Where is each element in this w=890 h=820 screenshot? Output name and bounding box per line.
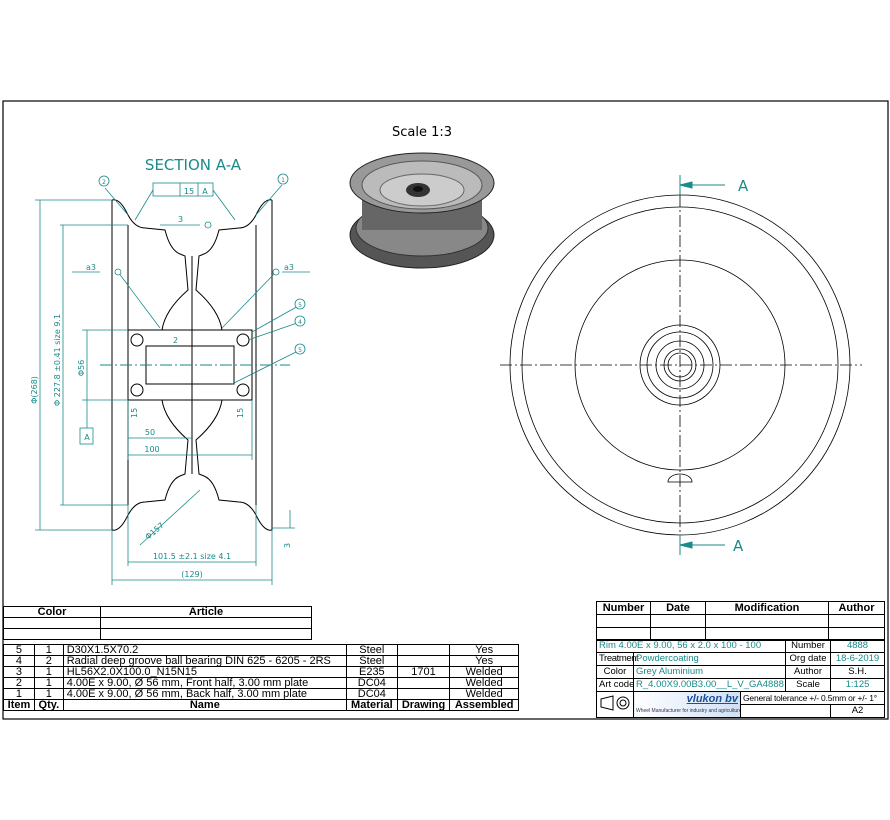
svg-text:15: 15	[236, 408, 245, 418]
svg-text:A: A	[202, 187, 208, 196]
parts-cell-qty: 1	[33, 666, 64, 678]
svg-text:1: 1	[281, 177, 285, 184]
svg-text:5: 5	[298, 347, 302, 354]
svg-text:Φ 227.8 ±0.41 size 9.1: Φ 227.8 ±0.41 size 9.1	[53, 314, 62, 406]
parts-cell-drawing	[396, 644, 451, 656]
svg-text:100: 100	[144, 445, 159, 454]
parts-cell-material: DC04	[345, 677, 398, 689]
section-view: SECTION A-A	[100, 156, 290, 531]
parts-cell-drawing	[396, 688, 451, 700]
parts-cell-name: D30X1.5X70.2	[62, 644, 347, 656]
isometric-view	[349, 152, 495, 269]
parts-cell-qty: 1	[33, 688, 64, 700]
svg-text:2: 2	[102, 179, 106, 186]
company-logo: vlukon bv Wheel Manufacturer for industr…	[633, 691, 741, 718]
section-labels: 2 1 5 4 5 15 A 3 a3 a3 A 50 100 101.5 ±2…	[30, 177, 302, 579]
svg-text:a3: a3	[284, 263, 294, 272]
parts-cell-assembled: Welded	[449, 677, 519, 689]
parts-cell-item: 2	[3, 677, 35, 689]
parts-cell-name: HL56X2.0X100.0_N15N15	[62, 666, 347, 678]
parts-cell-assembled: Welded	[449, 688, 519, 700]
svg-text:(129): (129)	[181, 570, 203, 579]
parts-cell-item: 5	[3, 644, 35, 656]
parts-cell-name: 4.00E x 9.00, Ø 56 mm, Back half, 3.00 m…	[62, 688, 347, 700]
parts-cell-material: Steel	[345, 655, 398, 667]
svg-text:a3: a3	[86, 263, 96, 272]
svg-text:3: 3	[283, 543, 292, 548]
projection-symbol	[596, 691, 634, 718]
parts-cell-assembled: Yes	[449, 655, 519, 667]
parts-cell-name: Radial deep groove ball bearing DIN 625 …	[62, 655, 347, 667]
title-block: Rim 4.00E x 9.00, 56 x 2.0 x 100 - 100 N…	[595, 639, 886, 718]
svg-text:A: A	[84, 433, 90, 442]
parts-cell-qty: 1	[33, 644, 64, 656]
section-title: SECTION A-A	[145, 156, 242, 174]
parts-cell-qty: 1	[33, 677, 64, 689]
parts-cell-item: 4	[3, 655, 35, 667]
sheet-border	[2, 100, 889, 720]
section-marker-top: A	[738, 177, 749, 195]
section-dimensions	[35, 182, 310, 585]
parts-cell-qty: 2	[33, 655, 64, 667]
section-marker-bottom: A	[733, 537, 744, 555]
parts-cell-item: 3	[3, 666, 35, 678]
svg-text:4: 4	[298, 319, 302, 326]
parts-cell-material: Steel	[345, 644, 398, 656]
scale-label: Scale 1:3	[392, 125, 452, 140]
svg-text:3: 3	[178, 215, 183, 224]
svg-text:5: 5	[298, 302, 302, 309]
parts-header-row: Item Qty. Name Material Drawing Assemble…	[3, 699, 519, 711]
svg-text:101.5 ±2.1 size 4.1: 101.5 ±2.1 size 4.1	[153, 552, 231, 561]
parts-cell-drawing	[396, 655, 451, 667]
parts-cell-drawing	[396, 677, 451, 689]
parts-cell-assembled: Welded	[449, 666, 519, 678]
parts-cell-assembled: Yes	[449, 644, 519, 656]
section-cut-markers: A A	[679, 175, 749, 555]
parts-cell-material: DC04	[345, 688, 398, 700]
front-view	[500, 194, 862, 536]
parts-cell-material: E235	[345, 666, 398, 678]
svg-text:50: 50	[145, 428, 155, 437]
section-balloons	[98, 173, 306, 355]
parts-cell-item: 1	[3, 688, 35, 700]
svg-text:15: 15	[184, 187, 194, 196]
svg-text:2: 2	[173, 336, 178, 345]
parts-cell-name: 4.00E x 9.00, Ø 56 mm, Front half, 3.00 …	[62, 677, 347, 689]
svg-text:Φ56: Φ56	[77, 360, 86, 376]
revision-table: Number Date Modification Author	[596, 601, 885, 641]
parts-cell-drawing: 1701	[396, 666, 451, 678]
svg-text:Φ(268): Φ(268)	[30, 376, 39, 404]
svg-text:Φ157: Φ157	[144, 521, 166, 542]
svg-text:15: 15	[130, 408, 139, 418]
